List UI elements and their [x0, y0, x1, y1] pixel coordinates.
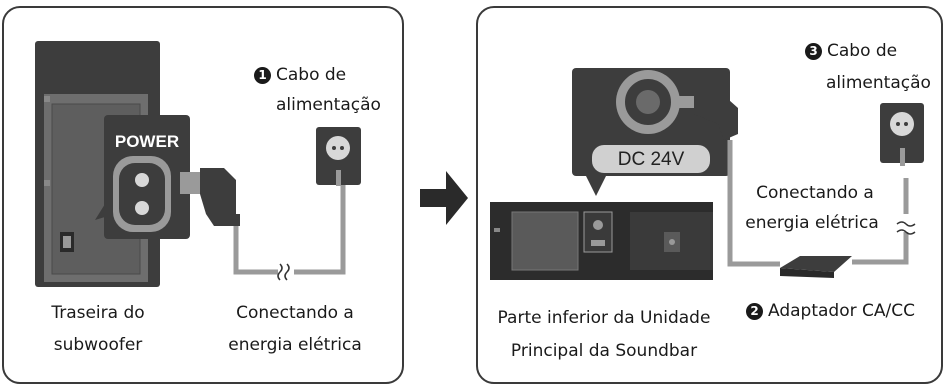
- power-cable-label-right: 3 Cabo de: [805, 38, 897, 64]
- adapter-icon: [780, 256, 852, 278]
- dc-plug: [676, 92, 738, 140]
- power-cable-label-line2: alimentação: [276, 95, 381, 115]
- power-cable-end: [294, 185, 346, 275]
- wall-outlet-icon-right: [880, 103, 924, 166]
- callout-pointer-right: [586, 176, 606, 196]
- soundbar-bottom: [490, 202, 713, 280]
- connect-label-right-line1: Conectando a: [756, 183, 874, 203]
- next-step-arrow-icon: [420, 171, 468, 225]
- power-label: POWER: [115, 132, 179, 151]
- dc-label: DC 24V: [618, 149, 685, 170]
- soundbar-label-line1: Parte inferior da Unidade: [497, 308, 711, 328]
- power-cable-label-line1: Cabo de: [276, 65, 347, 85]
- dc-jack-callout: [572, 68, 730, 176]
- power-cable-label-right-line2: alimentação: [826, 73, 931, 93]
- power-inlet-callout: [104, 115, 190, 239]
- dc-cable: [727, 140, 780, 267]
- cable-break-icon: [277, 263, 290, 281]
- ac-cable: [852, 232, 909, 265]
- cable-break-icon-right: [896, 221, 916, 235]
- step-1-badge: 1: [254, 67, 271, 84]
- adapter-label: 2 Adaptador CA/CC: [746, 298, 915, 324]
- wall-outlet-icon: [316, 127, 361, 186]
- step-3-badge: 3: [805, 43, 822, 60]
- connect-label-right-line2: energia elétrica: [745, 213, 879, 233]
- power-plug: [180, 168, 240, 226]
- connect-label-line1: Conectando a: [236, 303, 354, 323]
- subwoofer-label-line2: subwoofer: [53, 335, 143, 355]
- power-cable-label: 1 Cabo de: [254, 62, 346, 88]
- power-cable-label-right-line1: Cabo de: [827, 41, 898, 61]
- power-cable: [233, 226, 278, 275]
- adapter-label-text: Adaptador CA/CC: [768, 301, 915, 321]
- soundbar-label-line2: Principal da Soundbar: [510, 341, 698, 361]
- connect-label-line2: energia elétrica: [228, 335, 362, 355]
- step-2-badge: 2: [746, 303, 763, 320]
- subwoofer-label-line1: Traseira do: [51, 303, 145, 323]
